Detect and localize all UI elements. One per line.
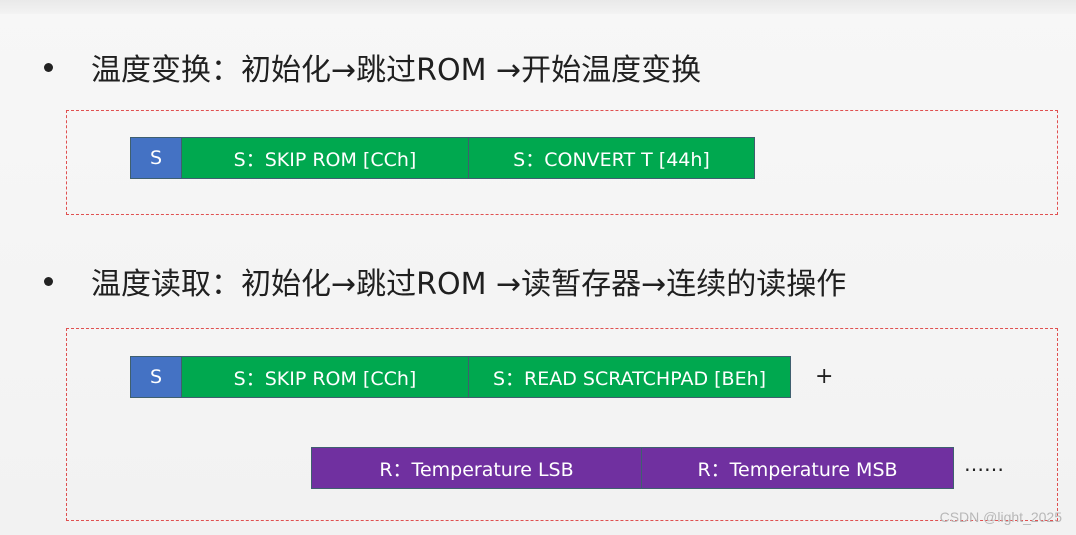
bullet-temperature-conversion: 温度变换：初始化→跳过ROM →开始温度变换 xyxy=(44,47,702,88)
read-cell-temperature-lsb: R：Temperature LSB xyxy=(311,447,642,489)
frame-cell-skip-rom: S：SKIP ROM [CCh] xyxy=(181,137,469,179)
section2-title: 温度读取：初始化→跳过ROM →读暂存器→连续的读操作 xyxy=(91,267,847,302)
read-cell-skip-rom: S：SKIP ROM [CCh] xyxy=(181,356,469,398)
read-cell-start: S xyxy=(130,356,182,398)
top-edge xyxy=(0,0,1076,14)
section1-title: 温度变换：初始化→跳过ROM →开始温度变换 xyxy=(91,53,702,88)
watermark: CSDN @light_2025 xyxy=(939,509,1062,525)
read-cell-read-scratchpad: S：READ SCRATCHPAD [BEh] xyxy=(468,356,791,398)
bullet-dot-icon xyxy=(44,276,53,286)
bullet-dot-icon xyxy=(44,62,53,72)
bullet-temperature-read: 温度读取：初始化→跳过ROM →读暂存器→连续的读操作 xyxy=(44,261,847,302)
frame-cell-start: S xyxy=(130,137,182,179)
frame-cell-convert-t: S：CONVERT T [44h] xyxy=(468,137,755,179)
read-frame-box xyxy=(66,328,1058,521)
ellipsis: …… xyxy=(964,452,1004,476)
read-cell-temperature-msb: R：Temperature MSB xyxy=(641,447,954,489)
conversion-frame-box xyxy=(66,110,1058,215)
plus-sign: + xyxy=(815,364,834,389)
